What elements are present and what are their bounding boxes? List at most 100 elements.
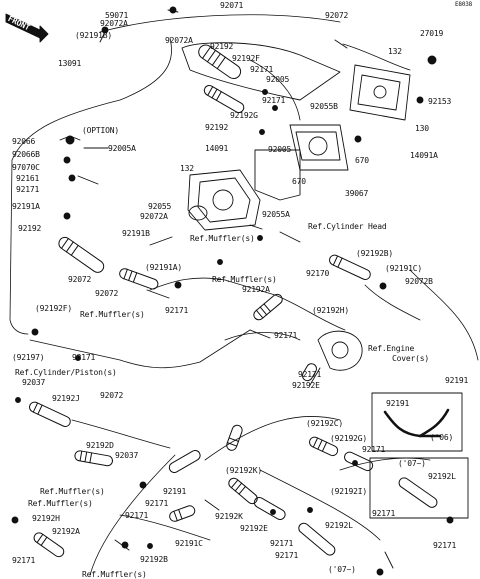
label-92191A-paren: (92191A)	[145, 263, 182, 272]
label-132-m: 132	[180, 164, 194, 173]
label-92171-e: 92171	[274, 331, 298, 340]
label-92072-m1: 92072	[68, 275, 92, 284]
label-ref-muffler-4: Ref.Muffler(s)	[40, 487, 105, 496]
label-92072-top: 92072	[325, 11, 349, 20]
label-92072-m2: 92072	[95, 289, 119, 298]
label-06: ('06)	[430, 433, 454, 442]
label-92072B: 92072B	[405, 277, 433, 286]
small-pipes	[59, 9, 394, 569]
label-92192G: 92192G	[230, 111, 258, 120]
label-92192F-top: 92192F	[232, 54, 260, 63]
label-92171-c: 92171	[16, 185, 40, 194]
label-92191B-m: 92191B	[122, 229, 150, 238]
clip-fittings	[11, 6, 454, 576]
label-92191C-paren: (92191C)	[385, 264, 422, 273]
label-92005-b: 92005	[268, 145, 292, 154]
label-14091: 14091	[205, 144, 229, 153]
label-97070C: 97070C	[12, 163, 40, 172]
label-92191-m: 92191	[163, 487, 187, 496]
label-670-b: 670	[292, 177, 306, 186]
label-670-a: 670	[355, 156, 369, 165]
label-92192-left: 92192	[18, 224, 42, 233]
label-92055B: 92055B	[310, 102, 338, 111]
diagram-code: E8038	[455, 1, 473, 8]
label-39067: 39067	[345, 189, 369, 198]
label-07-b: ('07~)	[328, 565, 356, 574]
label-92192A-b: 92192A	[52, 527, 80, 536]
label-92171-d: 92171	[165, 306, 189, 315]
label-92192H-paren: (92192H)	[312, 306, 349, 315]
label-27019: 27019	[420, 29, 444, 38]
label-92191C-b: 92191C	[175, 539, 203, 548]
label-92192J: 92192J	[52, 394, 80, 403]
label-92171-b: 92171	[262, 96, 286, 105]
hose-segments	[29, 44, 438, 558]
label-132-r: 132	[388, 47, 402, 56]
label-92192G-paren: (92192G)	[330, 434, 367, 443]
label-92171-i: 92171	[145, 499, 169, 508]
label-92170: 92170	[306, 269, 330, 278]
label-92037-a: 92037	[22, 378, 46, 387]
label-option: (OPTION)	[82, 126, 119, 135]
label-92153: 92153	[428, 97, 452, 106]
label-92192L-a: 92192L	[428, 472, 456, 481]
label-92171-j: 92171	[125, 511, 149, 520]
label-92171-n: 92171	[275, 551, 299, 560]
label-92005A: 92005A	[108, 144, 136, 153]
pump-housing	[181, 42, 411, 171]
label-92171-k: 92171	[372, 509, 396, 518]
label-92192: 92192	[210, 42, 234, 51]
label-92191-box2: 92191	[386, 399, 410, 408]
label-92191B-top: (92191B)	[75, 31, 112, 40]
label-92072-low: 92072	[100, 391, 124, 400]
label-92171-h: 92171	[362, 445, 386, 454]
label-92005-a: 92005	[266, 75, 290, 84]
label-92192E-m: 92192E	[292, 381, 320, 390]
label-92055: 92055	[148, 202, 172, 211]
label-92066: 92066	[12, 137, 36, 146]
label-ref-cylinder-piston: Ref.Cylinder/Piston(s)	[15, 368, 117, 377]
hose-lines	[9, 14, 479, 576]
label-92037-b: 92037	[115, 451, 139, 460]
label-92192-c: 92192	[205, 123, 229, 132]
label-92055A: 92055A	[262, 210, 290, 219]
label-92161: 92161	[16, 174, 40, 183]
label-92171-f: 92171	[72, 353, 96, 362]
label-92171-m: 92171	[12, 556, 36, 565]
label-ref-muffler-1: Ref.Muffler(s)	[190, 234, 255, 243]
label-92191A-left: 92191A	[12, 202, 40, 211]
label-59071: 59071	[105, 11, 129, 20]
label-92192B-paren: (92192B)	[356, 249, 393, 258]
label-92192D: 92192D	[86, 441, 114, 450]
label-92072A-2: 92072A	[165, 36, 193, 45]
label-92171-o: 92171	[433, 541, 457, 550]
label-92192K-paren: (92192K)	[225, 466, 262, 475]
label-ref-muffler-3: Ref.Muffler(s)	[80, 310, 145, 319]
label-92192A-m: 92192A	[242, 285, 270, 294]
label-92192C-paren: (92192C)	[306, 419, 343, 428]
label-13091: 13091	[58, 59, 82, 68]
label-ref-muffler-2: Ref.Muffler(s)	[212, 275, 277, 284]
label-92192B-b: 92192B	[140, 555, 168, 564]
label-92192F-paren: (92192F)	[35, 304, 72, 313]
label-92192L-b: 92192L	[325, 521, 353, 530]
filter-unit	[187, 149, 301, 231]
label-130: 130	[415, 124, 429, 133]
label-92191-box: 92191	[445, 376, 469, 385]
label-92072A-top: 92072A	[100, 19, 128, 28]
label-07-a: ('07~)	[398, 459, 426, 468]
label-92192E-b: 92192E	[240, 524, 268, 533]
label-92171-a: 92171	[250, 65, 274, 74]
label-92072A-m: 92072A	[140, 212, 168, 221]
label-ref-muffler-6: Ref.Muffler(s)	[82, 570, 147, 579]
label-ref-muffler-5: Ref.Muffler(s)	[28, 499, 93, 508]
engine-pump	[309, 330, 363, 386]
inset-box-07	[369, 457, 469, 519]
label-92171-l: 92171	[270, 539, 294, 548]
label-cover: Cover(s)	[392, 354, 429, 363]
label-ref-cylinder-head: Ref.Cylinder Head	[308, 222, 387, 231]
label-92192H-b: 92192H	[32, 514, 60, 523]
label-92192I-paren: (92192I)	[330, 487, 367, 496]
label-92071: 92071	[220, 1, 244, 10]
